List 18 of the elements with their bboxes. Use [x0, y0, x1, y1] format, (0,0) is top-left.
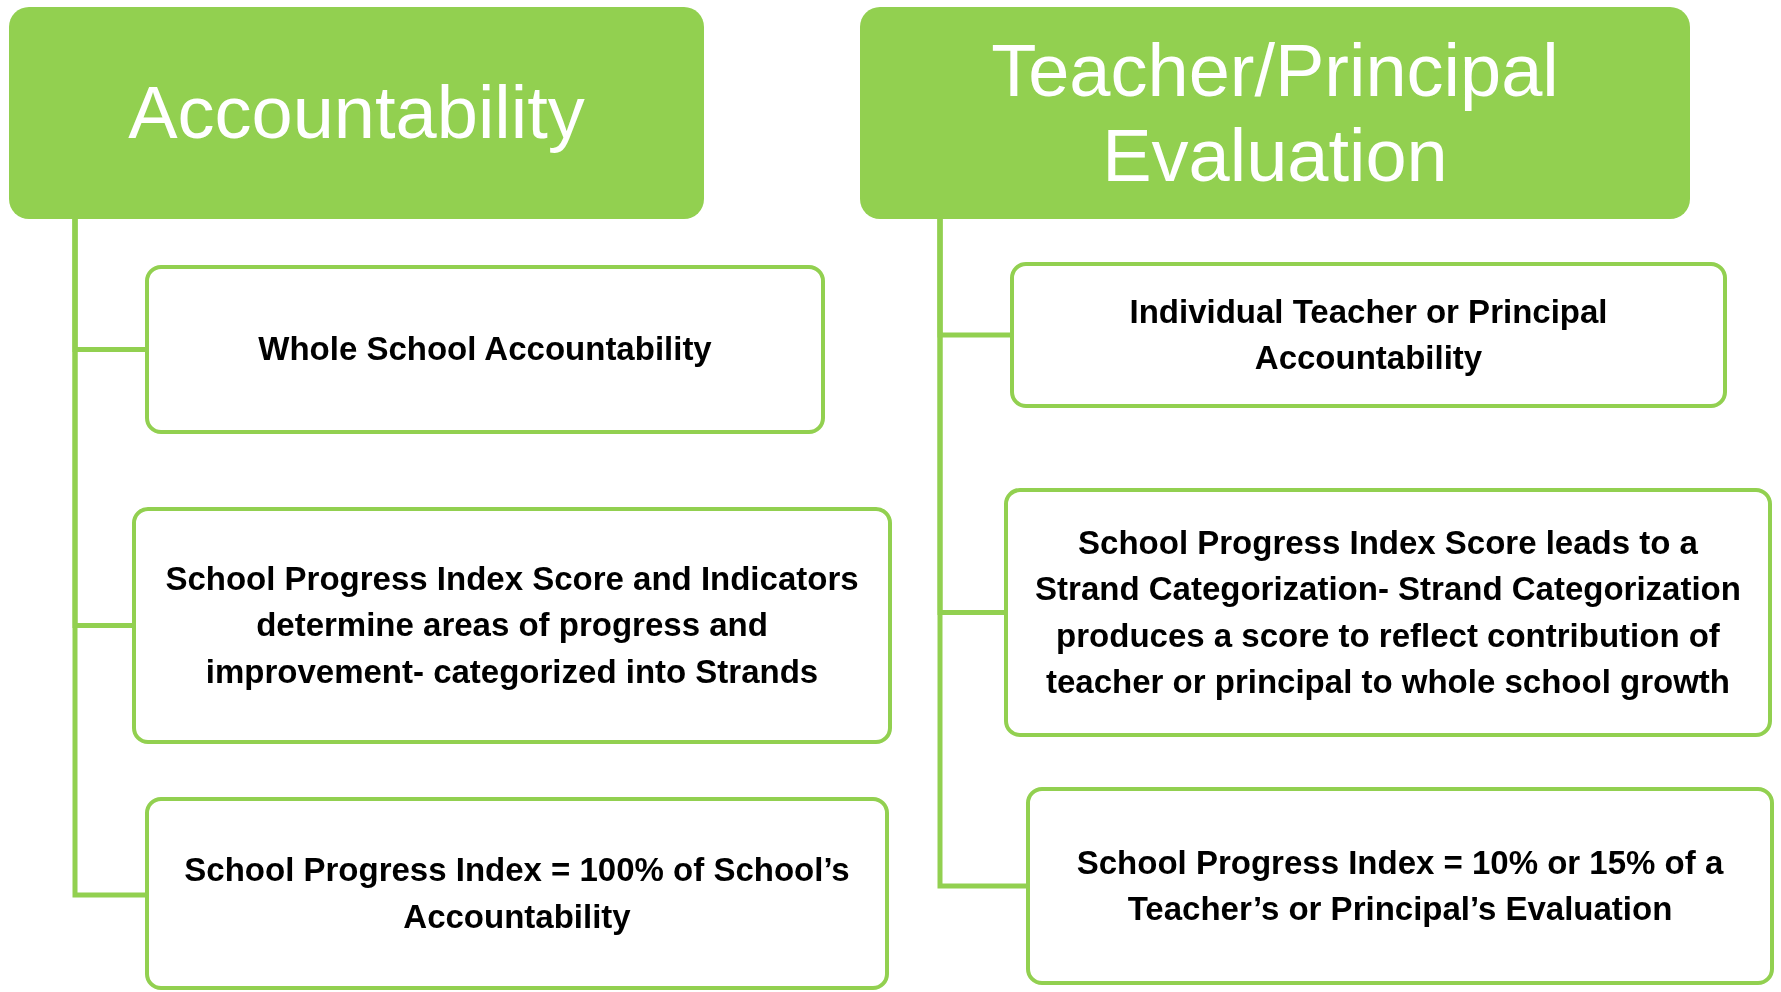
connector-line: [937, 219, 1026, 889]
box-text: School Progress Index Score leads to a Strand Categorization- Strand Categorization produces a score to reflect contribution of teacher or principal to whole school growth: [1034, 523, 1742, 702]
process-box: [145, 797, 889, 990]
process-box: [1010, 262, 1727, 408]
process-box: [132, 507, 892, 744]
header-text: Accountability: [128, 70, 585, 156]
box-text: School Progress Index = 100% of School’s Accountability: [183, 850, 851, 937]
process-box: [145, 265, 825, 434]
header-box: [860, 7, 1690, 219]
connector-line: [72, 219, 145, 898]
process-box: [1004, 488, 1772, 737]
header-text: Teacher/Principal Evaluation: [990, 27, 1560, 199]
box-text: School Progress Index = 10% or 15% of a Teacher’s or Principal’s Evaluation: [1075, 842, 1725, 929]
process-box: [1026, 787, 1774, 985]
box-text: School Progress Index Score and Indicators determine areas of progress and improvement- categorized into Strands: [164, 559, 860, 692]
box-text: Whole School Accountability: [258, 329, 712, 370]
header-box: [9, 7, 704, 219]
box-text: Individual Teacher or Principal Accountability: [1128, 291, 1609, 378]
